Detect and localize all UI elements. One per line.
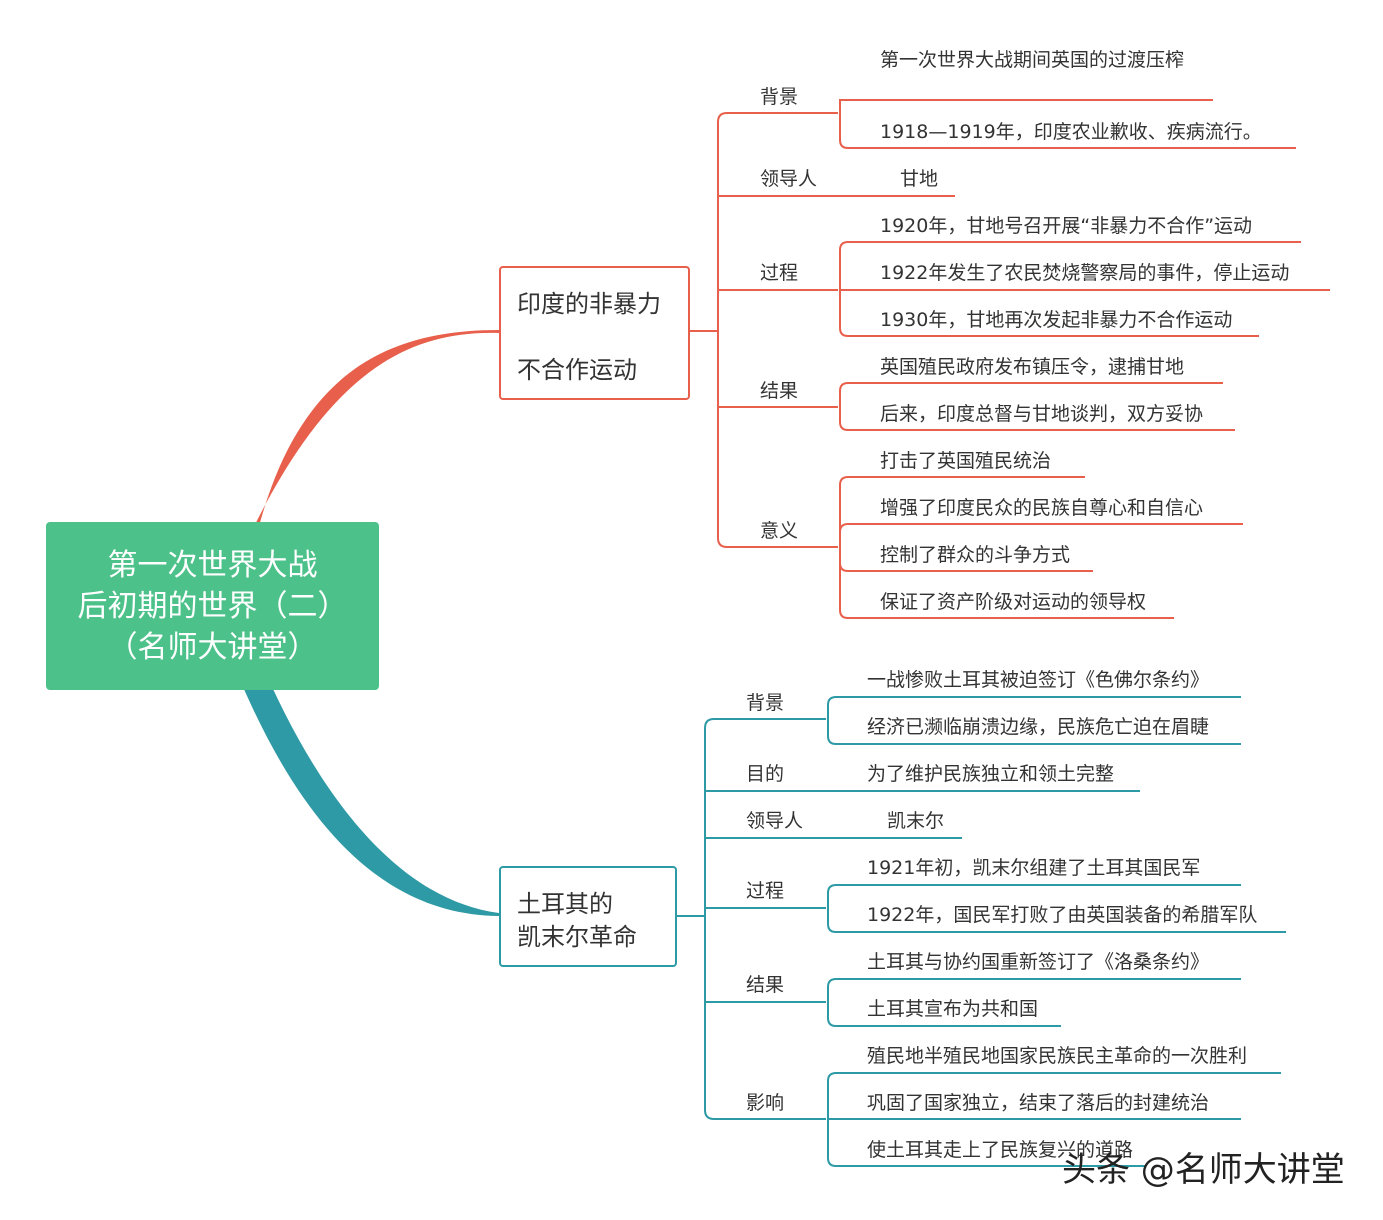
india-title-line2: 不合作运动 [517,356,637,384]
india-background-item[interactable]: 1918—1919年，印度农业歉收、疾病流行。 [880,121,1262,143]
india-significance-label[interactable]: 意义 [760,520,799,542]
turkey-connectors [677,696,1286,1167]
india-process-item[interactable]: 1930年，甘地再次发起非暴力不合作运动 [880,309,1233,331]
turkey-impact-item[interactable]: 使土耳其走上了民族复兴的道路 [867,1139,1134,1161]
root-topic[interactable]: 第一次世界大战 后初期的世界（二） （名师大讲堂） [46,522,379,690]
watermark: 头条 @名师大讲堂 [1062,1150,1345,1190]
turkey-title-line2: 凯末尔革命 [517,923,637,951]
turkey-topic[interactable]: 土耳其的 凯末尔革命 [499,866,677,967]
turkey-impact-label[interactable]: 影响 [746,1092,785,1114]
root-title-line2: 后初期的世界（二） [77,588,348,624]
turkey-process-label[interactable]: 过程 [746,880,785,902]
india-title-line1: 印度的非暴力 [517,290,661,318]
india-process-item[interactable]: 1920年，甘地号召开展“非暴力不合作”运动 [880,215,1253,237]
india-significance-item[interactable]: 保证了资产阶级对运动的领导权 [880,591,1147,613]
india-connectors [690,99,1330,619]
turkey-background-label[interactable]: 背景 [746,692,785,714]
turkey-process-item[interactable]: 1921年初，凯末尔组建了土耳其国民军 [867,857,1201,879]
root-title-line3: （名师大讲堂） [107,629,318,665]
india-main-branch [238,330,499,560]
turkey-impact-item[interactable]: 殖民地半殖民地国家民族民主革命的一次胜利 [867,1045,1248,1067]
turkey-process-item[interactable]: 1922年，国民军打败了由英国装备的希腊军队 [867,904,1258,926]
india-significance-item[interactable]: 增强了印度民众的民族自尊心和自信心 [880,497,1204,519]
root-title-line1: 第一次世界大战 [107,547,318,583]
india-result-item[interactable]: 后来，印度总督与甘地谈判，双方妥协 [880,403,1204,425]
turkey-background-item[interactable]: 一战惨败土耳其被迫签订《色佛尔条约》 [867,669,1210,691]
turkey-main-branch [240,660,499,916]
turkey-impact-item[interactable]: 巩固了国家独立，结束了落后的封建统治 [867,1092,1210,1114]
india-leader-value[interactable]: 甘地 [900,168,939,190]
india-significance-item[interactable]: 控制了群众的斗争方式 [880,544,1071,566]
india-significance-item[interactable]: 打击了英国殖民统治 [880,450,1052,472]
turkey-result-item[interactable]: 土耳其与协约国重新签订了《洛桑条约》 [867,951,1210,973]
turkey-purpose-label[interactable]: 目的 [746,763,785,785]
india-result-item[interactable]: 英国殖民政府发布镇压令，逮捕甘地 [880,356,1185,378]
india-topic[interactable]: 印度的非暴力 不合作运动 [499,266,690,400]
turkey-leader-label[interactable]: 领导人 [746,810,804,832]
india-background-item[interactable]: 第一次世界大战期间英国的过渡压榨 [880,49,1185,71]
india-result-label[interactable]: 结果 [760,380,799,402]
india-background-label[interactable]: 背景 [760,86,799,108]
turkey-title-line1: 土耳其的 [517,890,613,918]
turkey-background-item[interactable]: 经济已濒临崩溃边缘，民族危亡迫在眉睫 [867,716,1210,738]
india-leader-label[interactable]: 领导人 [760,168,818,190]
india-process-label[interactable]: 过程 [760,262,799,284]
turkey-result-label[interactable]: 结果 [746,974,785,996]
turkey-result-item[interactable]: 土耳其宣布为共和国 [867,998,1039,1020]
turkey-leader-value[interactable]: 凯末尔 [887,810,945,832]
india-process-item[interactable]: 1922年发生了农民焚烧警察局的事件，停止运动 [880,262,1290,284]
turkey-purpose-value[interactable]: 为了维护民族独立和领土完整 [867,763,1115,785]
